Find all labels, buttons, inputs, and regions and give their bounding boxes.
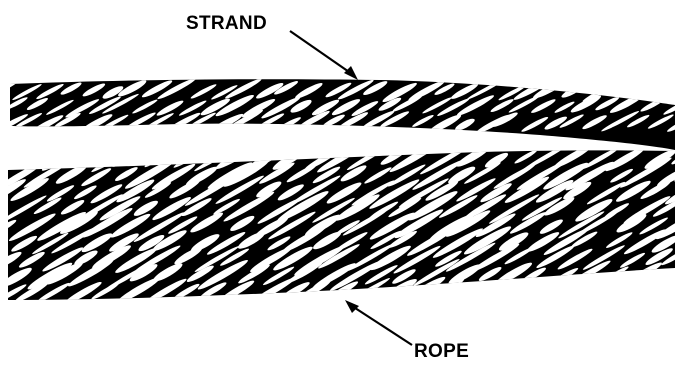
rope-arrowhead [345, 300, 359, 313]
wire-highlight [605, 276, 657, 309]
strand-illustration [0, 76, 675, 150]
strand-leader-line [290, 31, 352, 74]
rope-label: ROPE [414, 341, 469, 362]
wire-highlight [643, 283, 671, 302]
wire-highlight [539, 283, 565, 301]
wire-highlight [668, 80, 675, 98]
wire-highlight [480, 280, 510, 300]
rope-leader-line [352, 306, 412, 345]
wire-highlight [58, 144, 98, 171]
wire-highlight [622, 76, 661, 101]
rope-callout: ROPE [345, 300, 469, 362]
wire-highlight [110, 142, 150, 169]
wire-highlight [496, 277, 549, 312]
wire-highlight [653, 82, 675, 97]
wire-highlight [459, 281, 488, 302]
wire-highlight [576, 278, 622, 307]
wire-highlight [13, 145, 47, 169]
wire-highlight [605, 80, 627, 94]
strand-callout: STRAND [186, 13, 358, 80]
strand-label: STRAND [186, 13, 267, 34]
wire-highlight [664, 279, 675, 307]
rope-illustration [0, 139, 675, 312]
wire-highlight [566, 284, 593, 303]
strand-arrowhead [344, 66, 358, 80]
